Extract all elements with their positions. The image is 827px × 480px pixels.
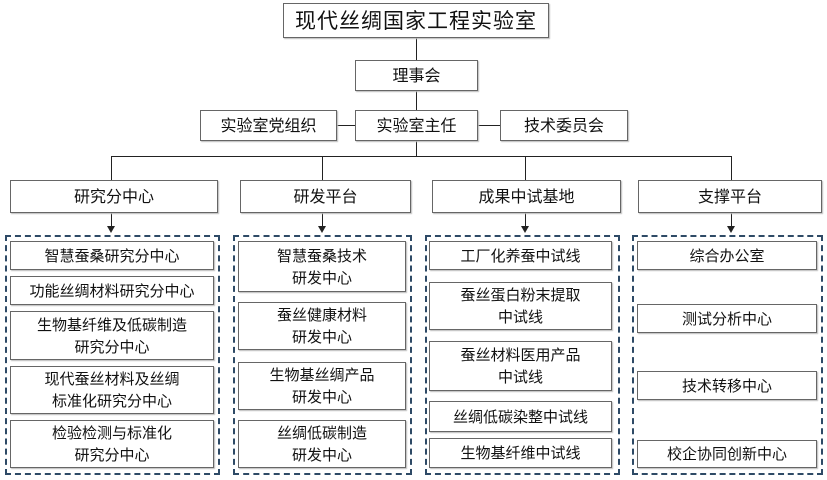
group-pilot-base (425, 235, 620, 475)
item-box: 生物基纤维中试线 (429, 438, 612, 468)
item-box: 智慧蚕桑研究分中心 (10, 241, 214, 270)
connector (322, 156, 323, 180)
category-support-platform: 支撑平台 (638, 180, 822, 213)
arrow-icon (727, 226, 735, 233)
connector (416, 90, 417, 110)
item-box: 测试分析中心 (637, 304, 817, 333)
tech-committee-box: 技术委员会 (500, 110, 628, 141)
item-box: 生物基丝绸产品 研发中心 (238, 362, 406, 410)
director-box: 实验室主任 (355, 110, 478, 141)
category-pilot-base: 成果中试基地 (432, 180, 621, 213)
item-box: 丝绸低碳染整中试线 (429, 401, 612, 432)
item-box: 蚕丝健康材料 研发中心 (238, 302, 406, 350)
connector (525, 213, 526, 227)
connector (416, 141, 417, 156)
connector (731, 156, 732, 180)
group-support-platform (632, 235, 823, 475)
arrow-icon (107, 226, 115, 233)
item-box: 综合办公室 (637, 241, 817, 270)
connector (416, 37, 417, 60)
connector (337, 125, 355, 126)
connector (322, 213, 323, 227)
item-box: 丝绸低碳制造 研发中心 (238, 420, 406, 468)
item-box: 校企协同创新中心 (637, 440, 817, 468)
group-rd-platform (233, 235, 412, 475)
item-box: 智慧蚕桑技术 研发中心 (238, 241, 406, 292)
arrow-icon (521, 226, 529, 233)
connector (731, 213, 732, 227)
party-box: 实验室党组织 (200, 110, 337, 141)
item-box: 功能丝绸材料研究分中心 (10, 276, 214, 305)
item-box: 技术转移中心 (637, 371, 817, 400)
item-box: 生物基纤维及低碳制造 研究分中心 (10, 311, 214, 360)
lab-title-box: 现代丝绸国家工程实验室 (283, 3, 549, 38)
category-research-centers: 研究分中心 (10, 180, 218, 213)
connector (111, 213, 112, 227)
item-box: 蚕丝蛋白粉末提取 中试线 (429, 282, 612, 330)
item-box: 现代蚕丝材料及丝绸 标准化研究分中心 (10, 366, 214, 414)
connector (478, 125, 500, 126)
item-box: 检验检测与标准化 研究分中心 (10, 420, 214, 468)
connector (111, 156, 732, 157)
council-box: 理事会 (355, 60, 478, 91)
category-rd-platform: 研发平台 (240, 180, 411, 213)
item-box: 工厂化养蚕中试线 (429, 241, 612, 270)
group-research-centers (5, 235, 220, 475)
item-box: 蚕丝材料医用产品 中试线 (429, 341, 612, 391)
arrow-icon (318, 226, 326, 233)
connector (525, 156, 526, 180)
connector (111, 156, 112, 180)
